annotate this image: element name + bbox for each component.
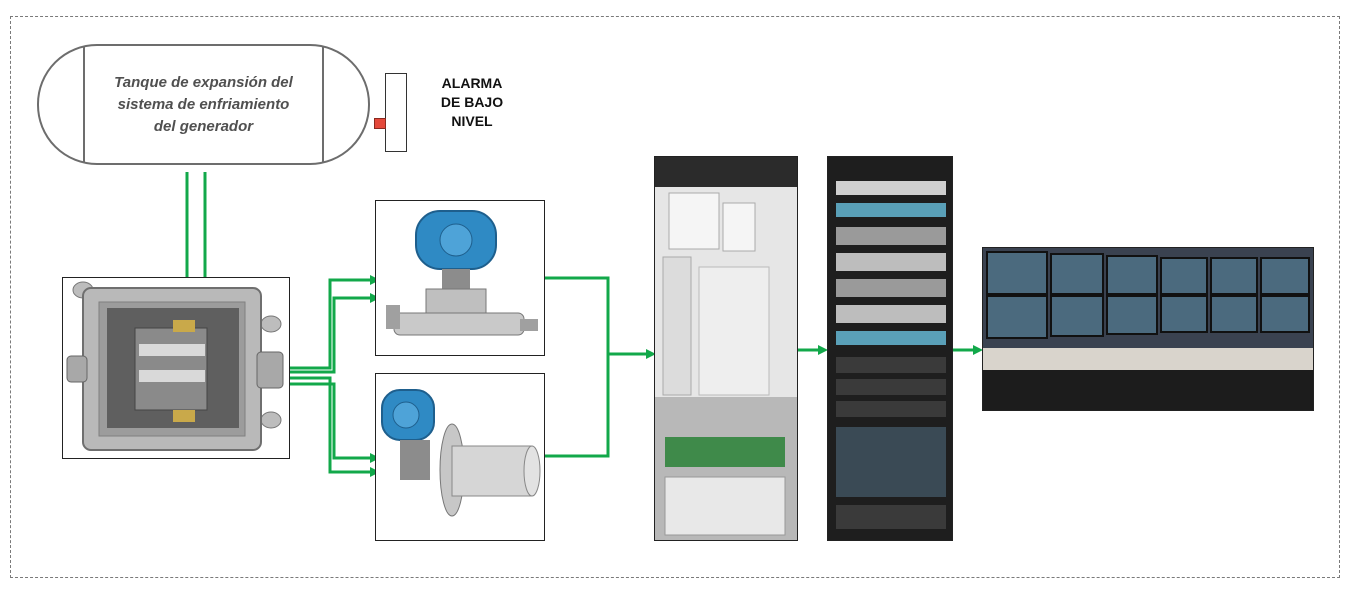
- tank-label-line-3: del generador: [153, 117, 254, 135]
- alarm-label-line-1: ALARMA: [441, 75, 503, 91]
- tank-right-cap-line: [322, 46, 324, 163]
- low-level-alarm-label: ALARMA DE BAJO NIVEL: [430, 74, 514, 131]
- network-rack-icon: [827, 156, 953, 541]
- tank-label-line-1: Tanque de expansión del: [114, 73, 293, 91]
- diagram-frame: [10, 16, 1340, 578]
- control-room-icon: [982, 247, 1314, 411]
- flange-level-transmitter-icon: [375, 373, 545, 541]
- expansion-tank: Tanque de expansión del sistema de enfri…: [37, 44, 370, 165]
- low-level-sensor-icon: [374, 118, 386, 129]
- differential-pressure-transmitter-icon: [375, 200, 545, 356]
- tank-label-line-2: sistema de enfriamiento: [117, 95, 290, 113]
- tank-left-cap-line: [83, 46, 85, 163]
- alarm-label-line-3: NIVEL: [451, 113, 493, 129]
- io-cabinet-icon: [654, 156, 798, 541]
- junction-box-icon: [62, 277, 290, 459]
- level-switch: [374, 73, 407, 152]
- tank-label: Tanque de expansión del sistema de enfri…: [85, 46, 322, 163]
- alarm-label-line-2: DE BAJO: [440, 94, 504, 110]
